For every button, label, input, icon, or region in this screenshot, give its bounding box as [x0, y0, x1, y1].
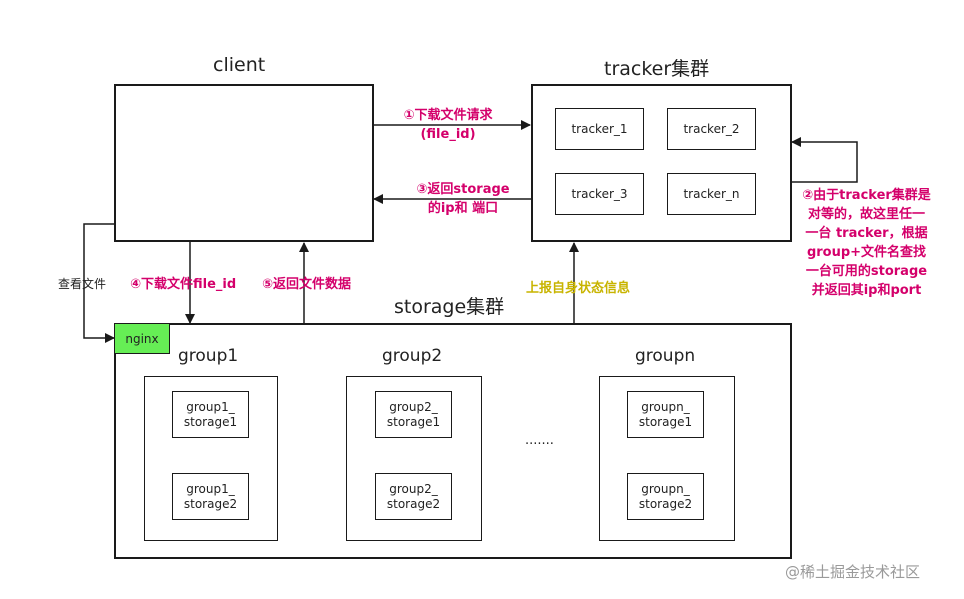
tracker-node: tracker_2	[667, 108, 756, 150]
storage-node: groupn_ storage2	[627, 473, 704, 520]
tracker-node: tracker_3	[555, 173, 644, 215]
group-title: group1	[178, 346, 239, 366]
storage-node: group2_ storage2	[375, 473, 452, 520]
tracker-node: tracker_1	[555, 108, 644, 150]
storage-node: group2_ storage1	[375, 391, 452, 438]
arrow-view-file	[83, 223, 115, 343]
label-step5-return-data: ⑤返回文件数据	[262, 277, 352, 292]
label-step4-download-file: ④下载文件file_id	[130, 277, 237, 292]
label-step1-download-request: ①下载文件请求 (file_id)	[403, 108, 493, 142]
client-title: client	[213, 54, 266, 76]
storage-node: groupn_ storage1	[627, 391, 704, 438]
nginx-badge: nginx	[114, 323, 170, 354]
label-step3-return-storage: ③返回storage 的ip和 端口	[416, 182, 510, 216]
label-report-status: 上报自身状态信息	[526, 281, 631, 296]
watermark: @稀土掘金技术社区	[785, 563, 921, 581]
client-box	[114, 84, 374, 242]
arrow-tracker-self-loop	[791, 137, 858, 183]
storage-node: group1_ storage1	[172, 391, 249, 438]
group-title: group2	[382, 346, 443, 366]
storage-cluster-title: storage集群	[394, 296, 505, 318]
label-view-file: 查看文件	[58, 277, 107, 291]
tracker-cluster-title: tracker集群	[604, 58, 710, 80]
group-title: groupn	[635, 346, 696, 366]
ellipsis: .......	[525, 433, 554, 448]
storage-node: group1_ storage2	[172, 473, 249, 520]
tracker-node: tracker_n	[667, 173, 756, 215]
label-step2-tracker-lookup: ②由于tracker集群是 对等的，故这里任一 一台 tracker，根据 gr…	[802, 188, 931, 298]
